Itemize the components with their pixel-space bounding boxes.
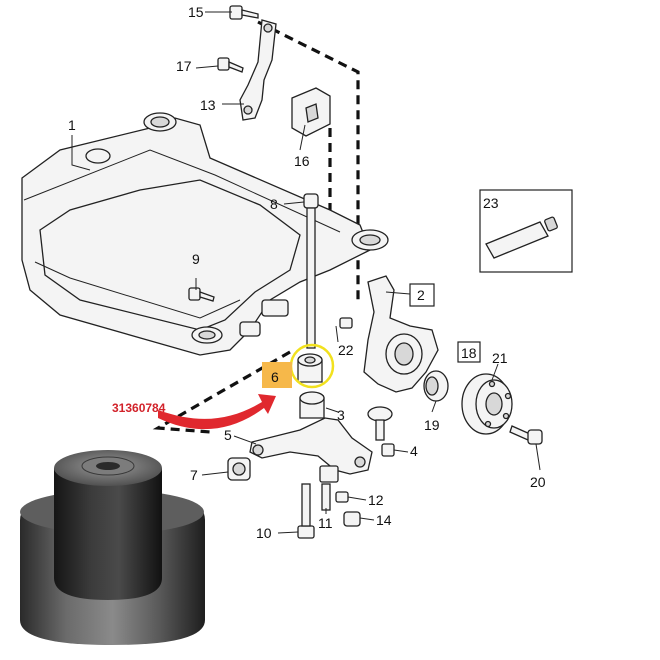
callout-16: 16 <box>294 153 310 169</box>
assembly-guide-lines <box>152 20 360 434</box>
callout-3: 3 <box>337 407 345 423</box>
callout-7: 7 <box>190 467 198 483</box>
callout-19: 19 <box>424 417 440 433</box>
bracket-16 <box>291 87 331 137</box>
callout-17: 17 <box>176 58 192 74</box>
callout-box-18 <box>457 341 481 363</box>
grease-tube <box>485 216 558 259</box>
callout-15: 15 <box>188 4 204 20</box>
callout-13: 13 <box>200 97 216 113</box>
steering-knuckle <box>339 275 439 393</box>
callout-4: 4 <box>410 443 418 459</box>
callout-1: 1 <box>68 117 76 133</box>
callout-8: 8 <box>270 196 278 212</box>
link-arm <box>239 19 277 121</box>
highlight-box <box>262 362 292 388</box>
part-number-label: 31360784 <box>112 401 166 415</box>
callout-9: 9 <box>192 251 200 267</box>
callout-11: 11 <box>318 515 333 531</box>
bolt-8 <box>303 193 319 349</box>
subframe <box>21 112 389 356</box>
bushing-7 <box>227 457 251 481</box>
callout-12: 12 <box>368 492 384 508</box>
bolt-17 <box>217 57 244 73</box>
callout-18: 18 <box>461 345 477 361</box>
bearing-19 <box>423 370 449 402</box>
nut-14 <box>343 511 361 527</box>
callout-21: 21 <box>492 350 508 366</box>
callout-22: 22 <box>338 342 354 358</box>
callout-5: 5 <box>224 427 232 443</box>
callout-6: 6 <box>271 369 279 385</box>
callout-23: 23 <box>483 195 499 211</box>
bolt-9 <box>188 287 215 302</box>
wheel-hub <box>461 373 513 435</box>
callout-2: 2 <box>417 287 425 303</box>
ball-joint <box>367 406 393 441</box>
callout-14: 14 <box>376 512 392 528</box>
bolt-20 <box>509 425 543 445</box>
leader-lines <box>71 11 541 534</box>
callout-box-2 <box>409 283 435 307</box>
callout-20: 20 <box>530 474 546 490</box>
red-pointer-arrow <box>158 394 276 430</box>
callout-10: 10 <box>256 525 272 541</box>
control-arm <box>249 417 373 483</box>
